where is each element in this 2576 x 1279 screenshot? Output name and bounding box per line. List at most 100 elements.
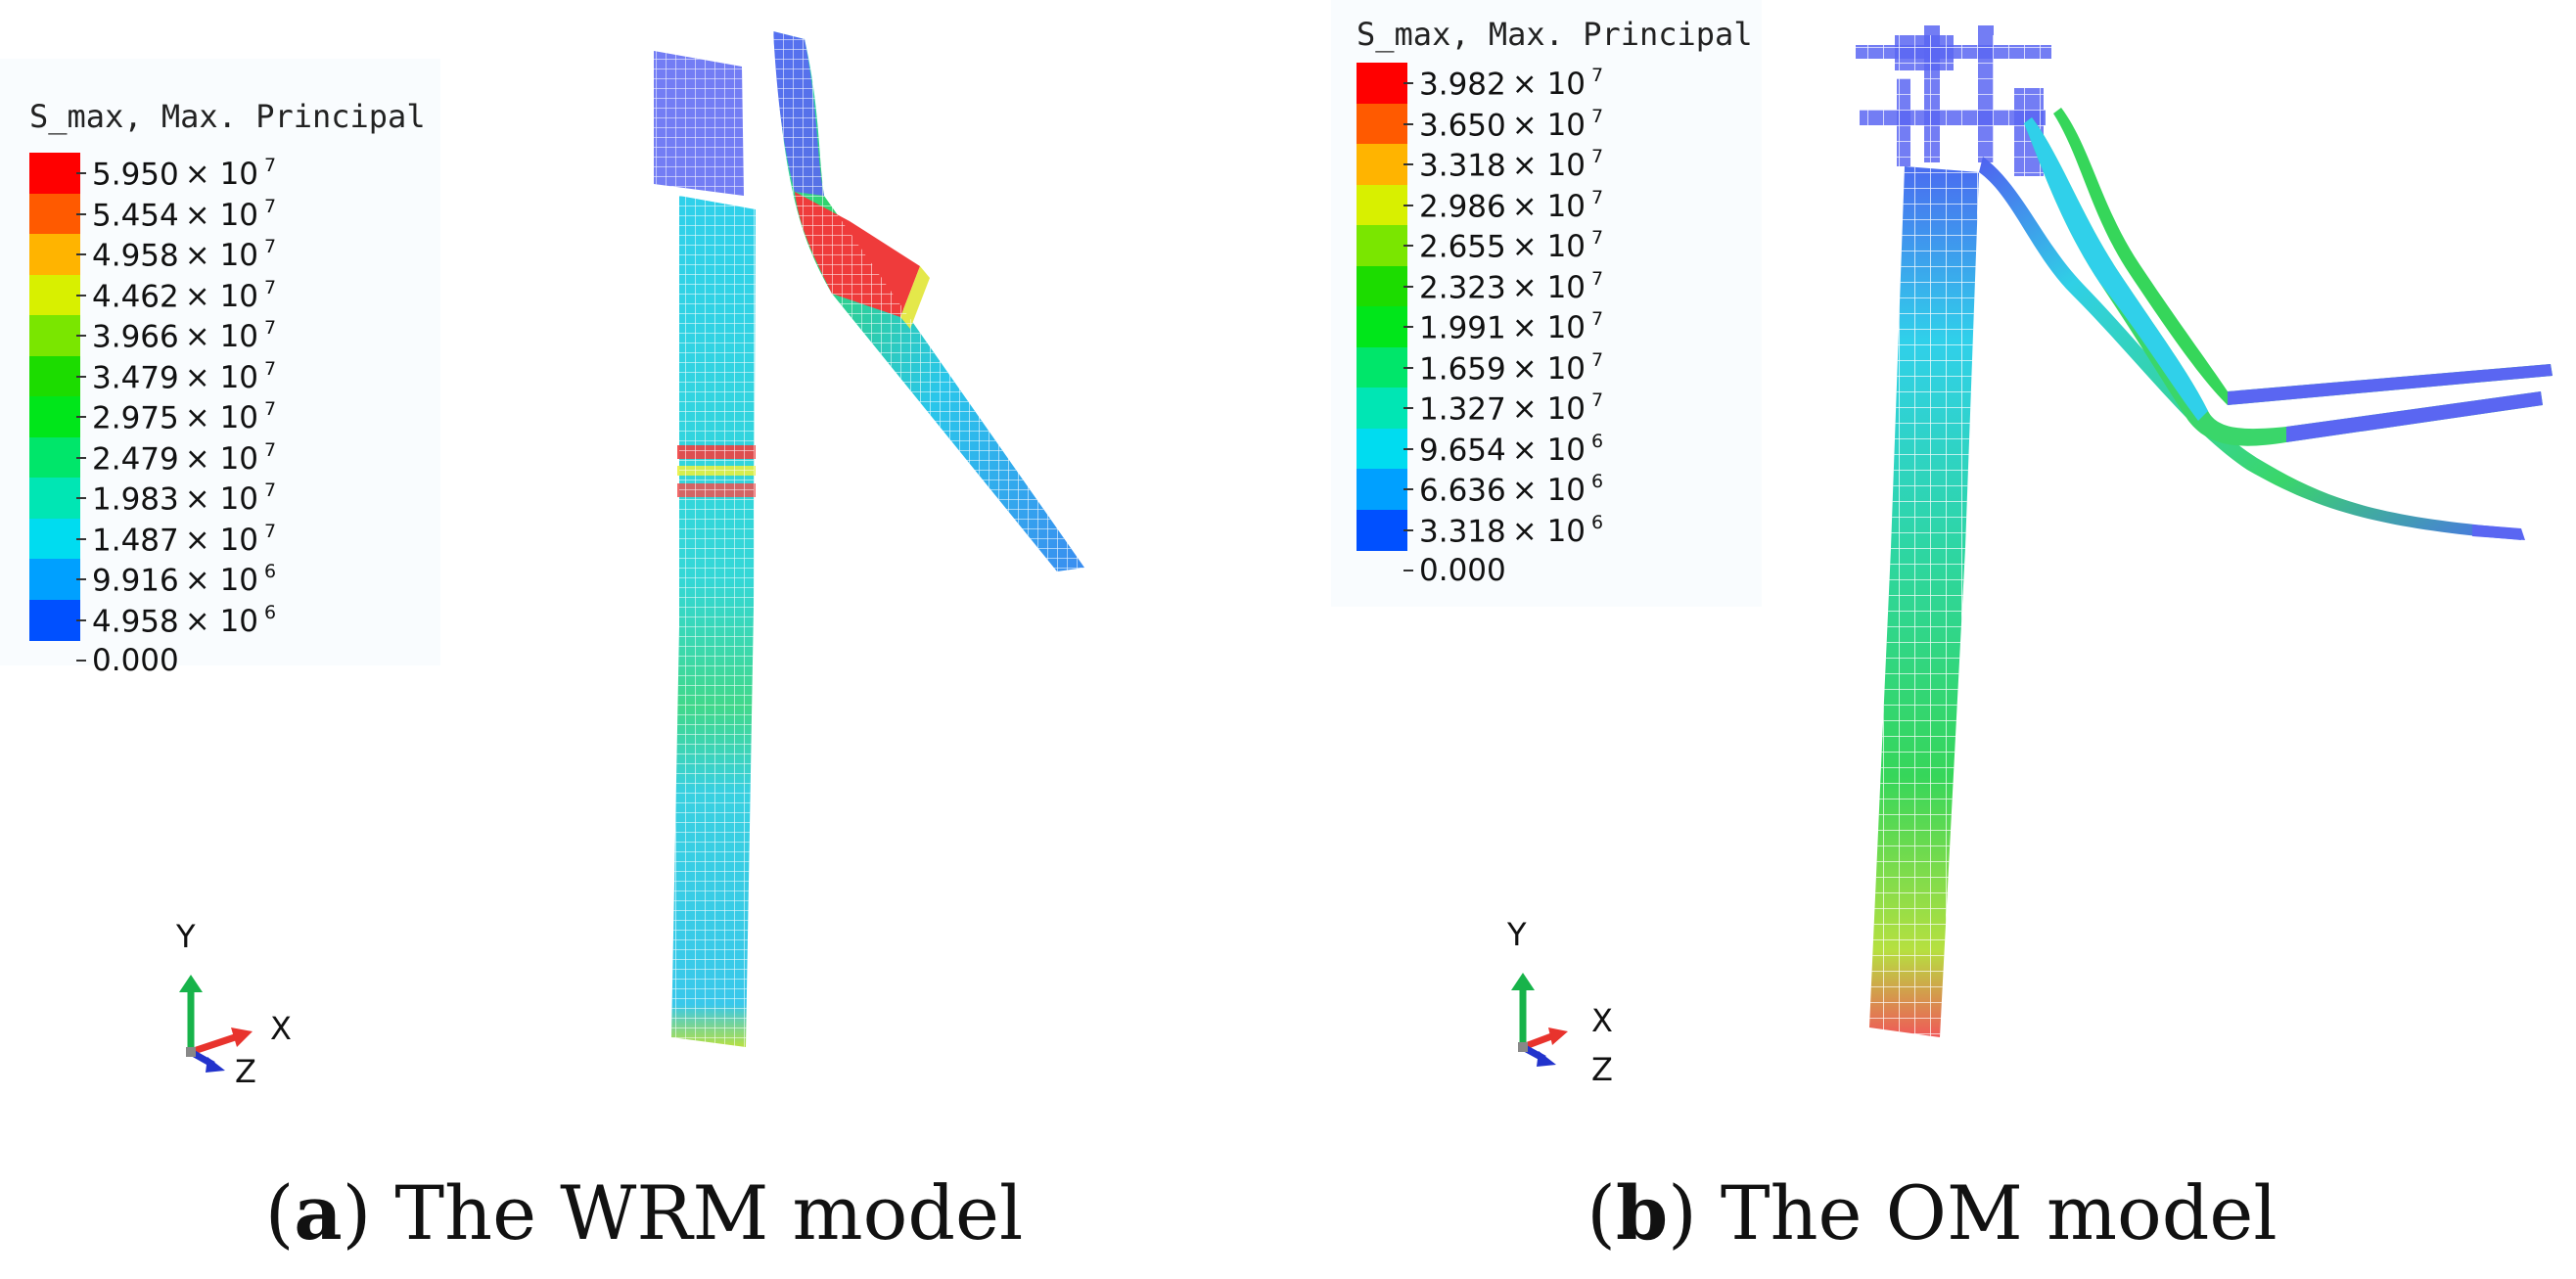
- legend-multiplier: × 10: [1511, 513, 1587, 549]
- legend-title: S_max, Max. Principal: [29, 98, 426, 135]
- legend-mantissa: 0.000: [1419, 553, 1506, 588]
- legend-swatch: [1357, 428, 1407, 470]
- legend-tick: [1403, 326, 1413, 328]
- legend-tick: [76, 375, 86, 378]
- legend-exponent: 7: [1591, 348, 1604, 371]
- legend-tick: [1403, 366, 1413, 369]
- legend-tick: [1403, 82, 1413, 84]
- legend-mantissa: 1.487: [92, 522, 179, 558]
- legend-value: 0.000: [92, 646, 179, 676]
- legend-swatch: [29, 559, 80, 600]
- legend-mantissa: 3.479: [92, 359, 179, 395]
- legend-tick: [76, 416, 86, 418]
- legend-multiplier: × 10: [1511, 229, 1587, 265]
- legend-mantissa: 2.655: [1419, 229, 1506, 265]
- legend-mantissa: 2.986: [1419, 188, 1506, 224]
- legend-tick: [1403, 204, 1413, 206]
- axis-y-label: Y: [1507, 916, 1527, 953]
- legend-color-bar: [1357, 63, 1407, 551]
- legend-mantissa: 0.000: [92, 643, 179, 678]
- legend-multiplier: × 10: [1511, 391, 1587, 428]
- legend-swatch: [1357, 346, 1407, 388]
- legend-tick: [76, 660, 86, 662]
- legend-multiplier: × 10: [184, 522, 259, 558]
- legend-multiplier: × 10: [1511, 310, 1587, 346]
- legend-multiplier: × 10: [1511, 107, 1587, 143]
- legend-tick: [1403, 407, 1413, 409]
- legend-exponent: 7: [264, 155, 277, 176]
- legend-multiplier: × 10: [184, 238, 259, 274]
- legend-swatch: [29, 193, 80, 235]
- legend-swatch: [29, 355, 80, 397]
- legend-tick: [76, 456, 86, 459]
- legend-swatch: [1357, 144, 1407, 185]
- legend-tick: [76, 212, 86, 215]
- legend-mantissa: 3.966: [92, 319, 179, 355]
- legend-tick: [76, 172, 86, 174]
- legend-multiplier: × 10: [1511, 188, 1587, 224]
- wrm-column: [671, 196, 756, 1047]
- legend-multiplier: × 10: [184, 359, 259, 395]
- legend-multiplier: × 10: [184, 603, 259, 639]
- legend-mantissa: 1.659: [1419, 350, 1506, 387]
- axis-x-label: X: [270, 1010, 292, 1047]
- legend-mantissa: 4.462: [92, 278, 179, 314]
- legend-mantissa: 6.636: [1419, 473, 1506, 509]
- legend-exponent: 7: [264, 317, 277, 339]
- legend-exponent: 7: [264, 438, 277, 461]
- legend-mantissa: 3.982: [1419, 67, 1506, 103]
- legend-mantissa: 2.975: [92, 400, 179, 436]
- legend-exponent: 7: [264, 480, 277, 501]
- legend-exponent: 7: [1591, 146, 1604, 167]
- legend-tick: [76, 578, 86, 580]
- legend-mantissa: 2.479: [92, 440, 179, 477]
- axis-z-label: Z: [235, 1053, 256, 1090]
- wrm-mesh-plot: [179, 31, 1084, 1073]
- legend-swatch: [29, 599, 80, 641]
- legend-mantissa: 9.654: [1419, 432, 1506, 468]
- legend-exponent: 7: [1591, 65, 1604, 86]
- om-curved-arms: [1979, 108, 2553, 540]
- legend-mantissa: 5.454: [92, 197, 179, 233]
- legend-swatch: [29, 396, 80, 437]
- legend-swatch: [1357, 306, 1407, 347]
- legend-swatch: [1357, 103, 1407, 145]
- legend-mantissa: 4.958: [92, 238, 179, 274]
- legend-exponent: 7: [264, 236, 277, 257]
- legend-tick: [76, 253, 86, 255]
- legend-exponent: 7: [264, 195, 277, 217]
- legend-swatch: [29, 234, 80, 275]
- legend-multiplier: × 10: [184, 481, 259, 518]
- caption-b: (b) The OM model: [1587, 1169, 2277, 1256]
- legend-mantissa: 9.916: [92, 563, 179, 599]
- legend-swatch: [29, 518, 80, 560]
- legend-mantissa: 3.318: [1419, 513, 1506, 549]
- legend-swatch: [29, 274, 80, 316]
- legend-tick: [76, 497, 86, 499]
- caption-letter: b: [1615, 1169, 1669, 1256]
- om-column: [1869, 166, 1979, 1037]
- legend-tick: [1403, 122, 1413, 125]
- axis-x-label: X: [1591, 1002, 1613, 1039]
- legend-swatch: [29, 436, 80, 479]
- legend-tick: [1403, 488, 1413, 490]
- om-top-frame: [1856, 25, 2051, 182]
- legend-multiplier: × 10: [1511, 148, 1587, 184]
- legend-multiplier: × 10: [1511, 473, 1587, 509]
- legend-tick: [1403, 447, 1413, 450]
